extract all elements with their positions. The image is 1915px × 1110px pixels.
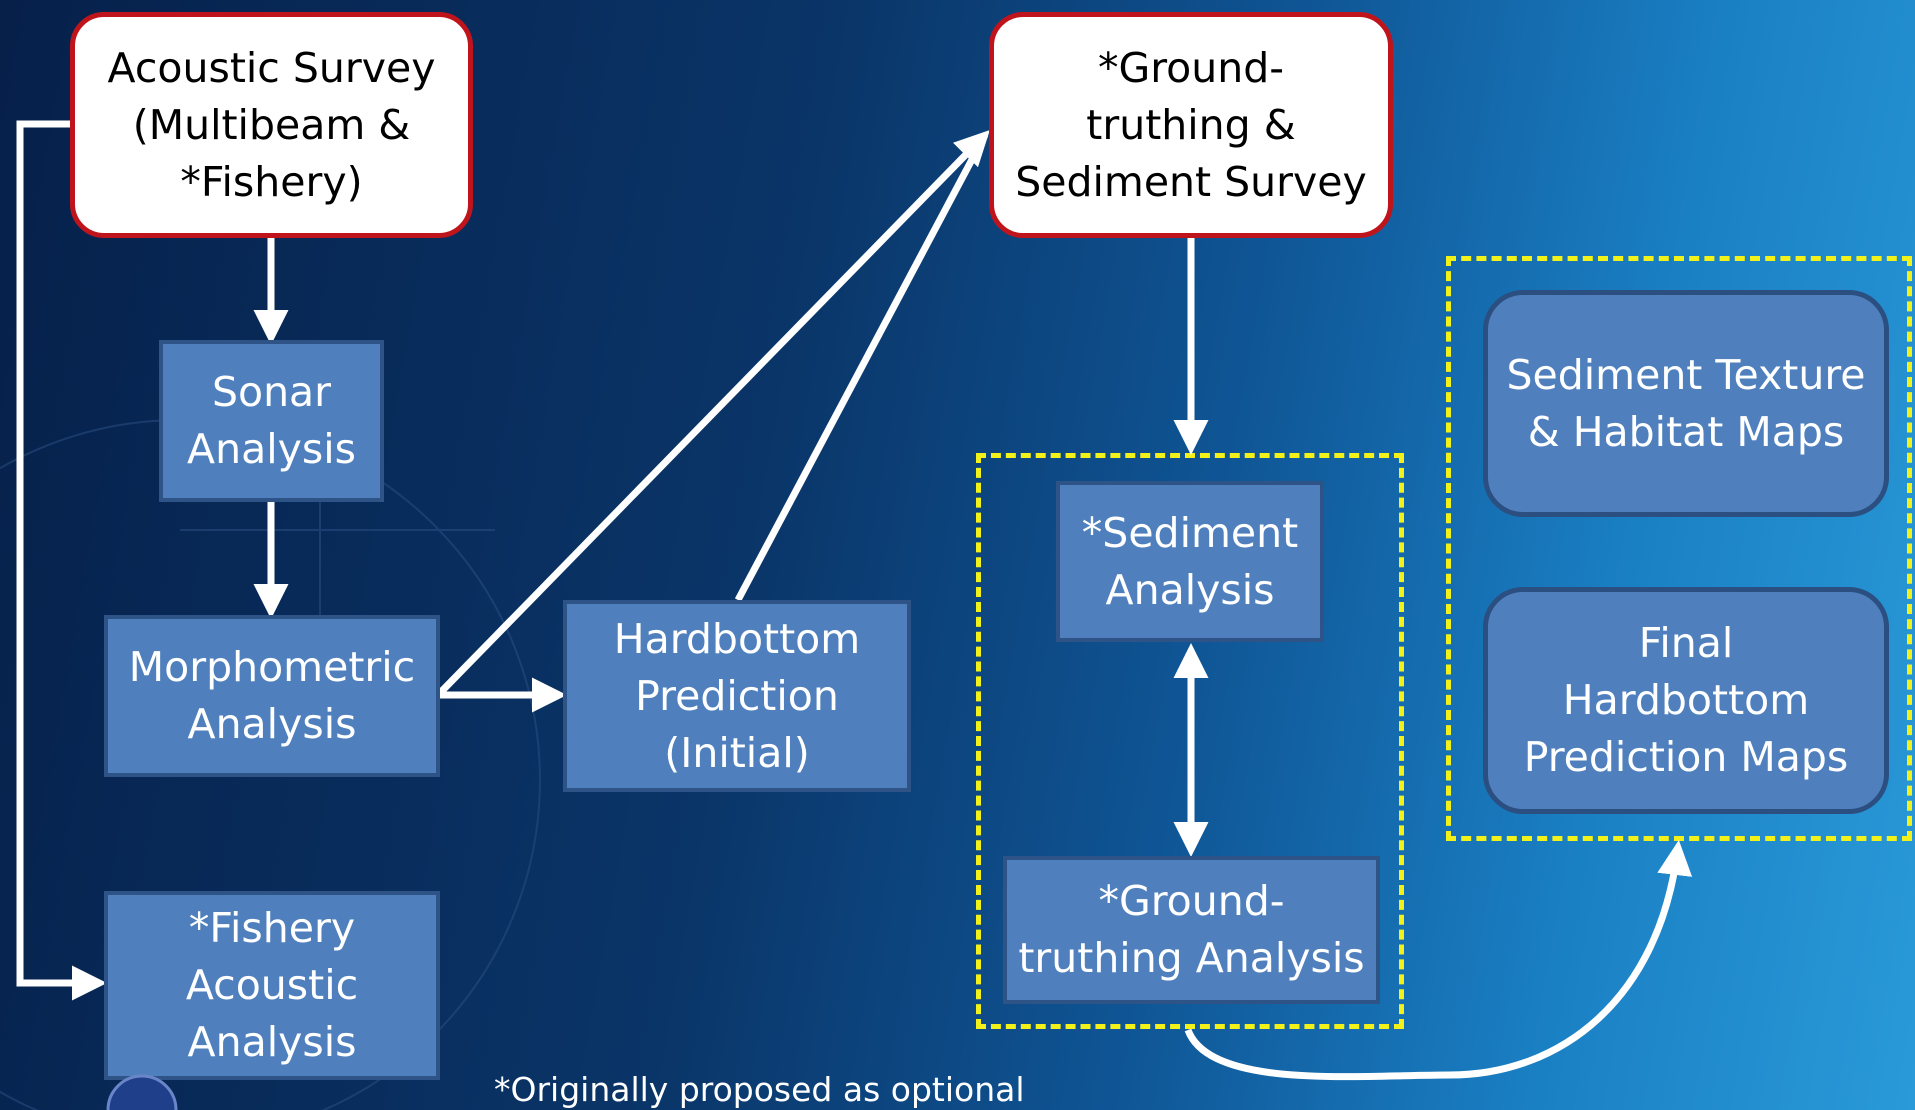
- acoustic-survey-node: Acoustic Survey (Multibeam & *Fishery): [70, 12, 473, 238]
- arrow-survey-to-fishery: [16, 120, 107, 1001]
- sonar-analysis-node: Sonar Analysis: [159, 340, 384, 502]
- products-group-frame: [1446, 256, 1912, 841]
- sediment-texture-habitat-maps-node: Sediment Texture & Habitat Maps: [1483, 290, 1889, 517]
- hardbottom-prediction-initial-node: Hardbottom Prediction (Initial): [563, 600, 911, 792]
- ground-truthing-analysis-node: *Ground- truthing Analysis: [1003, 856, 1380, 1004]
- arrow-morphometric-to-groundtruth-survey: [435, 129, 990, 698]
- ground-truthing-survey-node: *Ground- truthing & Sediment Survey: [989, 12, 1393, 238]
- morphometric-analysis-node: Morphometric Analysis: [104, 615, 440, 777]
- fishery-acoustic-analysis-node: *Fishery Acoustic Analysis: [104, 891, 440, 1080]
- arrow-hardbottom-to-groundtruth-survey: [734, 133, 989, 602]
- sediment-analysis-node: *Sediment Analysis: [1056, 481, 1324, 642]
- arrow-analysis-to-products: [1184, 840, 1693, 1081]
- optional-footnote: *Originally proposed as optional: [494, 1070, 1025, 1109]
- analysis-group-frame: [976, 453, 1404, 1029]
- final-hardbottom-prediction-maps-node: Final Hardbottom Prediction Maps: [1483, 587, 1889, 814]
